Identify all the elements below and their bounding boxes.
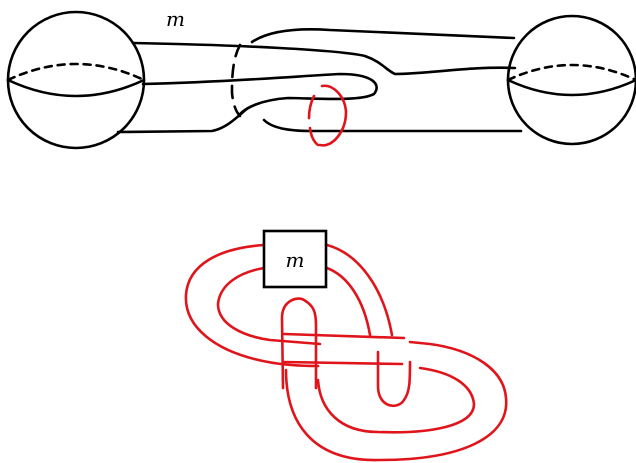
outer-lobe-right-top bbox=[325, 243, 394, 337]
tube-lower-outline bbox=[116, 106, 250, 134]
outer-lobe-left bbox=[184, 243, 320, 368]
meridian-circle bbox=[307, 84, 348, 147]
tube-neck-dashed bbox=[230, 43, 242, 118]
crossing-strand-b bbox=[282, 360, 404, 366]
outer-lobe-bottom bbox=[284, 340, 508, 462]
left-sphere bbox=[6, 10, 146, 150]
strand-label: m bbox=[166, 7, 185, 31]
bottom-diagram: m bbox=[184, 229, 508, 462]
tube-upper-outline bbox=[250, 28, 516, 44]
twist-box: m bbox=[262, 229, 328, 289]
inner-lobe-left bbox=[216, 266, 322, 346]
inner-lobe-bottom bbox=[316, 366, 476, 434]
right-sphere bbox=[506, 14, 636, 146]
middle-loop-strand bbox=[141, 72, 378, 116]
inner-lobe-right-top bbox=[325, 266, 372, 337]
top-diagram: m bbox=[6, 7, 636, 150]
box-label: m bbox=[286, 248, 305, 272]
central-vertical-loop bbox=[280, 297, 318, 390]
tube-lower-outline-right bbox=[262, 118, 523, 133]
right-vertical-loop bbox=[376, 350, 412, 408]
crossing-strand-a bbox=[282, 332, 406, 340]
strand-m bbox=[131, 41, 517, 76]
